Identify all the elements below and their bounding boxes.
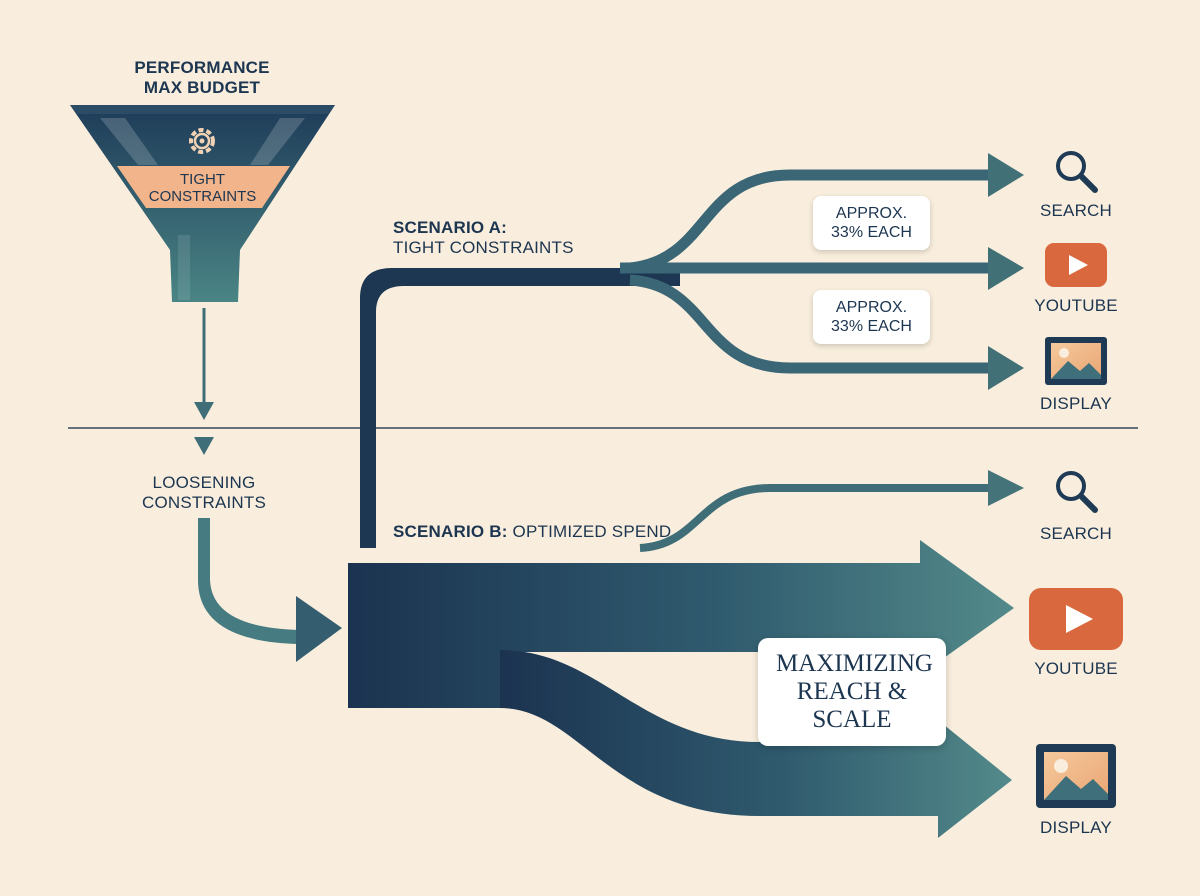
callout-bottom-line2: 33% EACH: [831, 318, 912, 336]
scenario-b-title: SCENARIO B:: [393, 522, 508, 541]
scenario-a-label-search: SEARCH: [1039, 201, 1113, 220]
callout-bottom-line1: APPROX.: [835, 299, 908, 316]
image-icon: [1036, 744, 1116, 808]
youtube-play-icon: [1029, 588, 1123, 650]
funnel-band-line2: CONSTRAINTS: [148, 187, 257, 205]
loosening-label-line2: CONSTRAINTS: [141, 492, 267, 512]
funnel-title-line1: PERFORMANCE: [134, 58, 270, 77]
scenario-a-label-youtube: YOUTUBE: [1034, 296, 1118, 315]
scenario-a-subtitle: TIGHT CONSTRAINTS: [393, 237, 574, 257]
scenario-b-callout: MAXIMIZING REACH & SCALE: [758, 638, 946, 746]
funnel-down-arrow: [194, 308, 214, 420]
gear-icon: [189, 128, 215, 154]
callout-top-line2: 33% EACH: [831, 224, 912, 242]
callout-big-line2: REACH & SCALE: [796, 678, 908, 733]
scenario-b-subtitle: OPTIMIZED SPEND: [512, 522, 672, 541]
magnifier-icon: [1056, 151, 1098, 193]
scenario-a-label-display: DISPLAY: [1040, 394, 1112, 413]
magnifier-icon: [1056, 471, 1098, 513]
funnel-band-line1: TIGHT: [180, 171, 225, 188]
image-icon: [1045, 337, 1107, 385]
budget-funnel: [70, 105, 335, 302]
scenario-b-label-youtube: YOUTUBE: [1034, 659, 1118, 678]
youtube-play-icon: [1045, 243, 1107, 287]
callout-big-line1: MAXIMIZING: [776, 650, 933, 677]
loosening-arrow: [194, 437, 214, 455]
funnel-title-line2: MAX BUDGET: [143, 77, 261, 97]
callout-top-line1: APPROX.: [835, 205, 908, 222]
scenario-trunk: [360, 268, 680, 548]
loosening-label-line1: LOOSENING: [152, 473, 256, 492]
scenario-b-label-display: DISPLAY: [1040, 818, 1112, 837]
scenario-b-label-search: SEARCH: [1039, 524, 1113, 543]
scenario-a-title: SCENARIO A:: [393, 218, 507, 237]
transition-arrow: [198, 518, 342, 662]
scenario-a-callout-bottom: APPROX. 33% EACH: [813, 290, 930, 345]
scenario-a-branches: [620, 153, 1024, 390]
scenario-b-branches: [348, 470, 1024, 838]
scenario-a-callout-top: APPROX. 33% EACH: [813, 196, 930, 251]
